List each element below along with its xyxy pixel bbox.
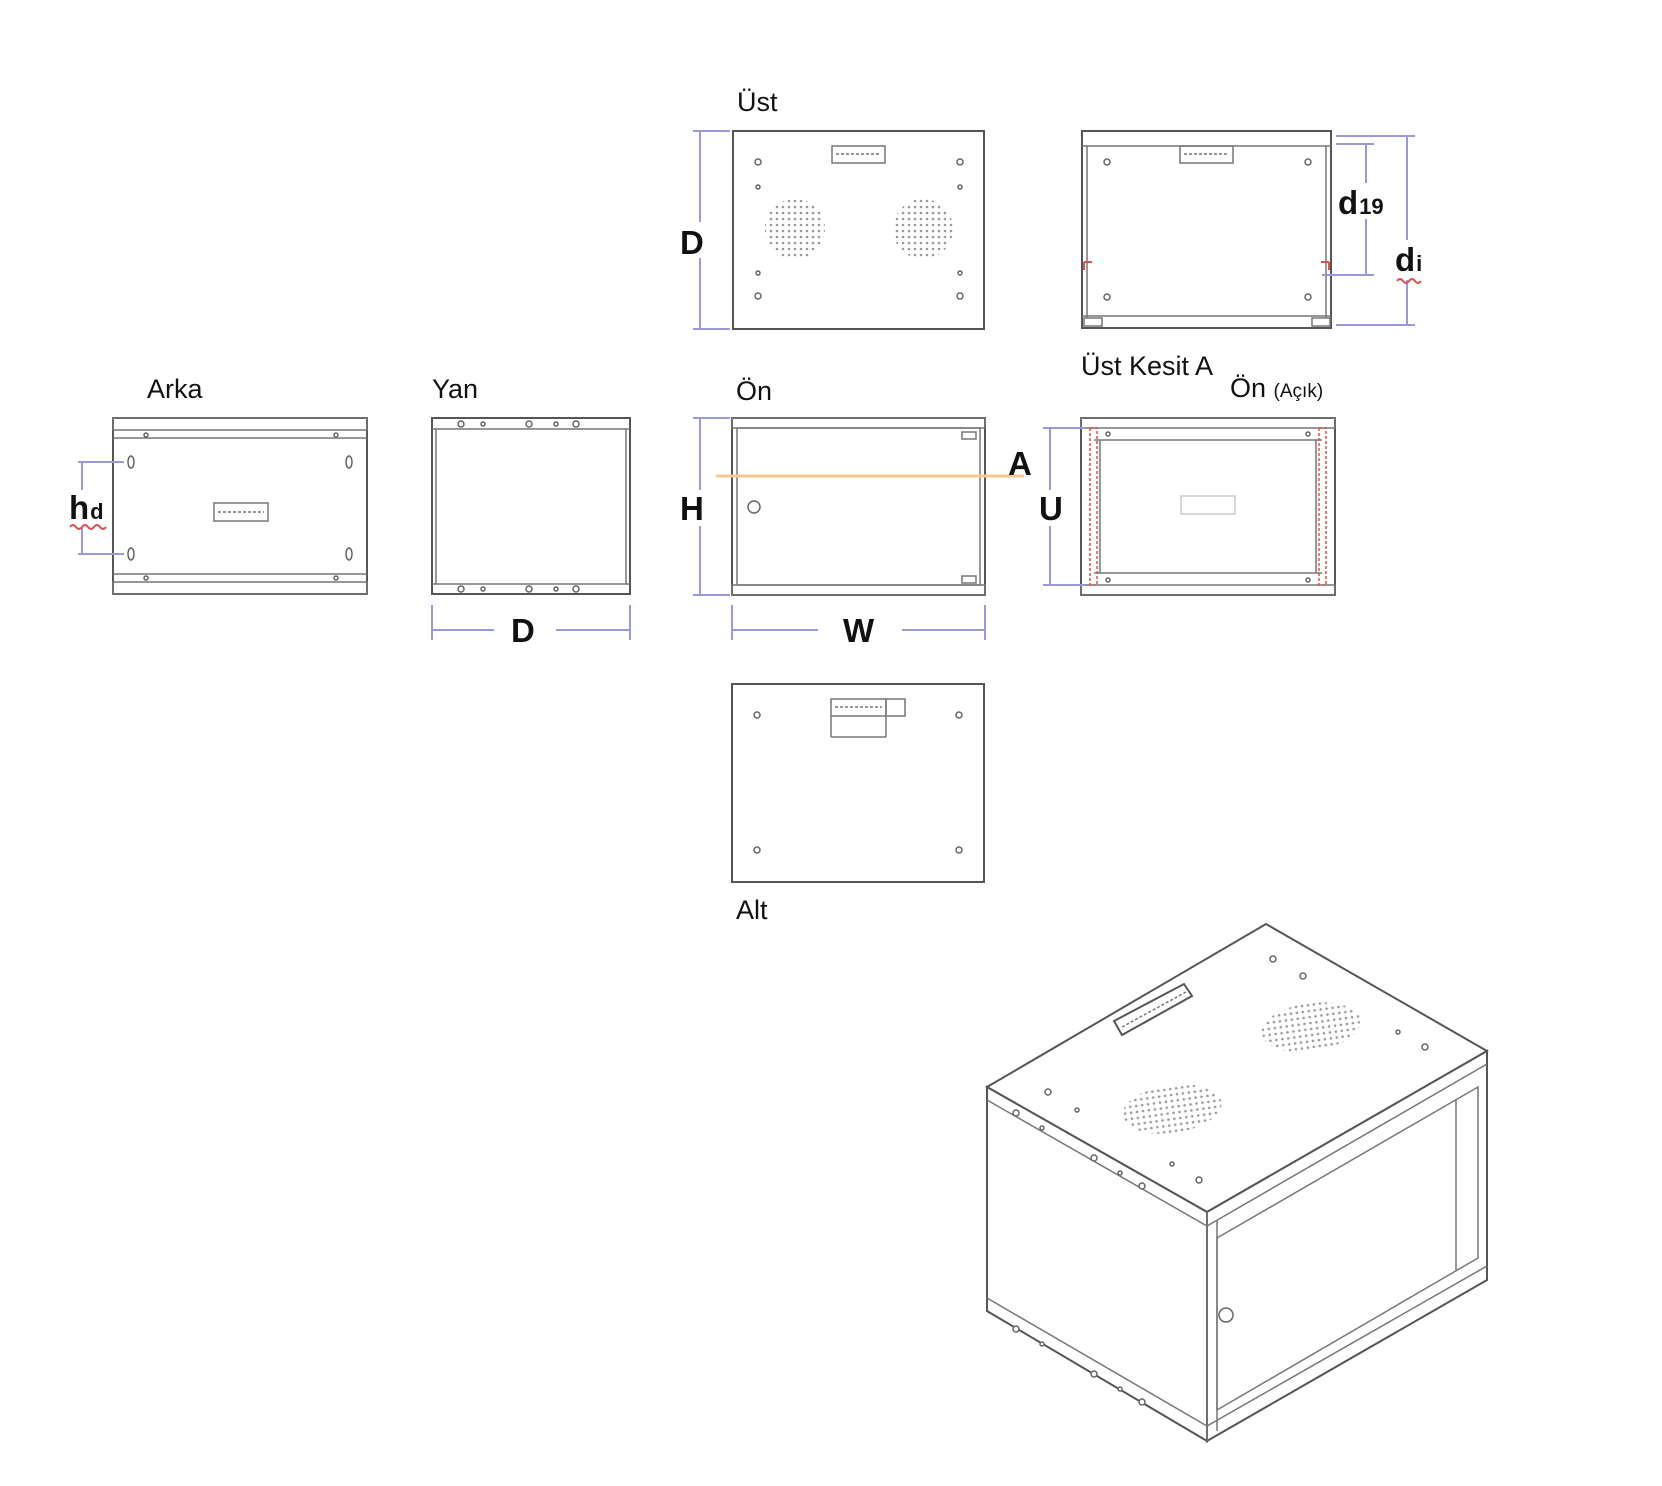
iso-vent-left: [1122, 1084, 1222, 1134]
d19-label: d19: [1338, 184, 1384, 221]
di-label: di: [1395, 241, 1422, 278]
width-label: W: [843, 612, 875, 649]
lock-icon: [747, 500, 761, 514]
bottom-view-label: Alt: [736, 895, 768, 925]
front-open-view-label: Ön (Açık): [1230, 373, 1323, 403]
top-vent-left: [765, 199, 825, 259]
left-rail: [1089, 427, 1098, 586]
height-label: H: [680, 490, 704, 527]
isometric-view: [984, 922, 1490, 1443]
hd-label: hd: [69, 489, 104, 526]
right-rail: [1318, 427, 1327, 586]
depth-label-side: D: [511, 612, 535, 649]
top-view: Üst D: [677, 87, 985, 330]
section-view-label: Üst Kesit A: [1081, 351, 1213, 381]
front-open-view: Ön (Açık) U: [1036, 373, 1336, 596]
iso-vent-right: [1261, 1002, 1361, 1052]
section-view: d19 di Üst Kesit A: [1081, 130, 1424, 381]
top-vent-right: [893, 199, 953, 259]
side-view: Yan D: [431, 374, 631, 649]
section-marker-label: A: [1008, 445, 1032, 482]
side-view-label: Yan: [432, 374, 478, 404]
front-view-label: Ön: [736, 376, 772, 406]
iso-lock-icon: [1218, 1307, 1234, 1323]
units-label: U: [1039, 490, 1063, 527]
top-view-label: Üst: [737, 87, 778, 117]
depth-label-top: D: [680, 224, 704, 261]
rear-view-label: Arka: [147, 374, 204, 404]
front-view: Ön A H W: [677, 376, 1032, 649]
rear-view: Arka hd: [66, 374, 368, 595]
bottom-view: Alt: [731, 683, 985, 925]
